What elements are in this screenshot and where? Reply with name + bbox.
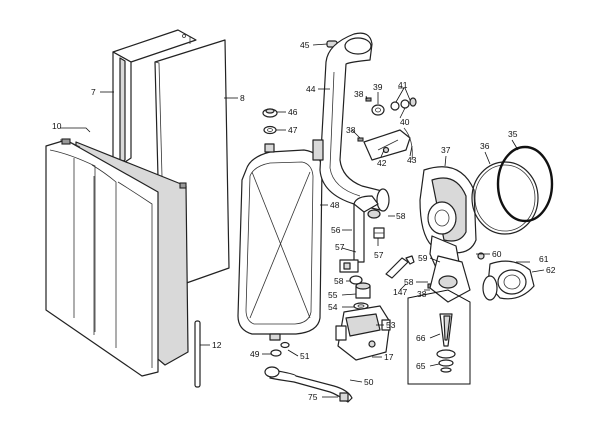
part-60-screw	[477, 252, 485, 260]
callout-57: 57	[374, 250, 384, 260]
part-62-cover	[482, 275, 498, 301]
part-47-washer	[263, 125, 277, 135]
callout-58: 58	[404, 277, 414, 287]
part-43-cable	[403, 127, 413, 161]
part-48-expansion-vessel	[237, 143, 323, 341]
part-37-fan	[419, 166, 477, 273]
inset-detail-65-66	[407, 289, 471, 385]
callout-45: 45	[300, 40, 310, 50]
part-12-rod	[194, 320, 201, 388]
part-39-sensor	[371, 104, 385, 116]
callout-8: 8	[240, 93, 245, 103]
callout-17: 17	[384, 352, 394, 362]
part-41-seals	[390, 97, 417, 111]
callout-35: 35	[508, 129, 518, 139]
part-53-gas-valve	[335, 305, 391, 361]
callout-labels: 45 44 38 39 41 40 38 42 43 37 36 35 7 8 …	[52, 40, 556, 402]
part-42-bracket	[363, 129, 411, 161]
callout-46: 46	[288, 107, 298, 117]
callout-38: 38	[346, 125, 356, 135]
callout-58: 58	[396, 211, 406, 221]
callout-75: 75	[308, 392, 318, 402]
part-50-hose	[264, 366, 353, 403]
callout-43: 43	[407, 155, 417, 165]
part-55-fitting	[355, 282, 371, 299]
callout-62: 62	[546, 265, 556, 275]
part-57-clips	[339, 227, 385, 273]
leader-lines	[60, 43, 545, 398]
part-58-nut	[349, 275, 363, 285]
callout-59: 59	[418, 253, 428, 263]
part-49-nut	[270, 349, 282, 357]
callout-36: 36	[480, 141, 490, 151]
callout-51: 51	[300, 351, 310, 361]
callout-7: 7	[91, 87, 96, 97]
callout-60: 60	[492, 249, 502, 259]
callout-58: 58	[334, 276, 344, 286]
callout-41: 41	[398, 80, 408, 90]
callout-12: 12	[212, 340, 222, 350]
part-75-clip	[339, 392, 349, 402]
callout-42: 42	[377, 158, 387, 168]
callout-37: 37	[441, 145, 451, 155]
callout-147: 147	[393, 287, 407, 297]
callout-39: 39	[373, 82, 383, 92]
part-44-flue-duct	[312, 32, 390, 212]
part-59-venturi	[429, 255, 471, 303]
callout-53: 53	[386, 320, 396, 330]
part-147-tube	[385, 255, 415, 279]
part-61-elbow	[487, 260, 535, 300]
callout-57: 57	[335, 242, 345, 252]
callout-48: 48	[330, 200, 340, 210]
callout-54: 54	[328, 302, 338, 312]
part-36-gasket	[471, 161, 539, 235]
part-56-pipe	[353, 195, 381, 263]
callout-40: 40	[400, 117, 410, 127]
part-35-ring	[496, 145, 554, 223]
callout-38: 38	[417, 289, 427, 299]
part-51-washer	[280, 341, 290, 349]
callout-55: 55	[328, 290, 338, 300]
callout-44: 44	[306, 84, 316, 94]
part-7-side-frame	[112, 29, 197, 171]
callout-65: 65	[416, 361, 426, 371]
callout-56: 56	[331, 225, 341, 235]
callout-49: 49	[250, 349, 260, 359]
callout-61: 61	[539, 254, 549, 264]
part-10-front-casing	[45, 138, 189, 377]
callout-38: 38	[354, 89, 364, 99]
callout-47: 47	[288, 125, 298, 135]
callout-50: 50	[364, 377, 374, 387]
callout-66: 66	[416, 333, 426, 343]
part-46-cap	[262, 108, 278, 118]
callout-10: 10	[52, 121, 62, 131]
